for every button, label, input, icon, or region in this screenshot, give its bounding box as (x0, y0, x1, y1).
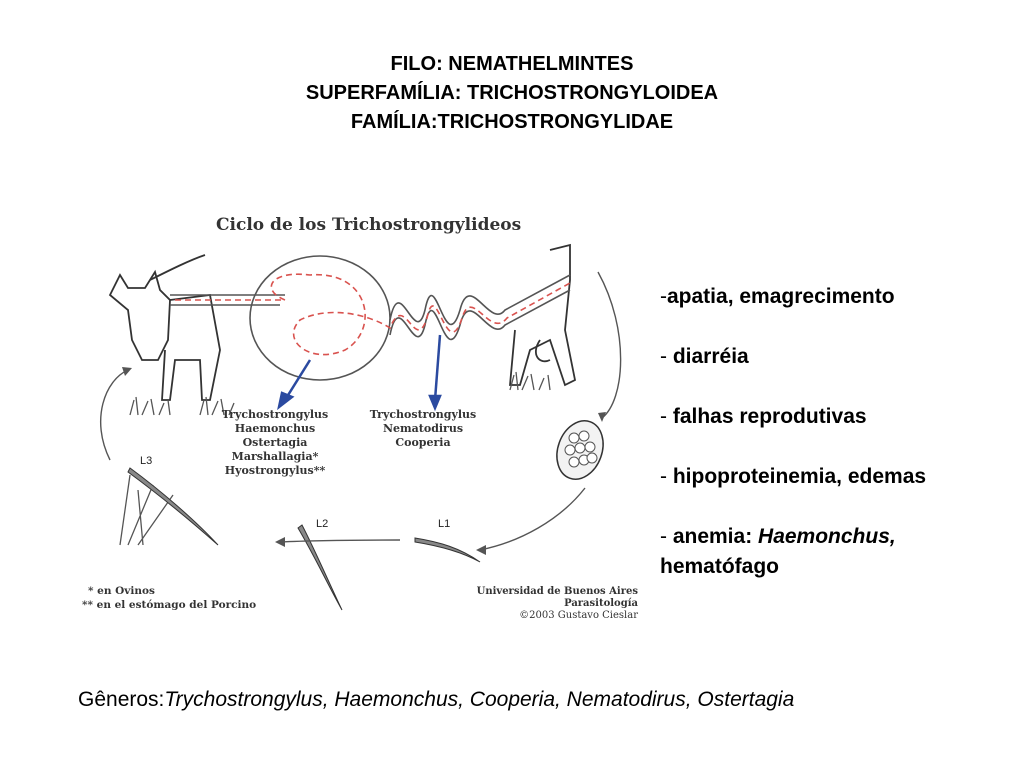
genera-line: Gêneros:Trychostrongylus, Haemonchus, Co… (78, 688, 794, 712)
symptom-item-continuation: hematófago (660, 552, 1000, 582)
cycle-arrowheads (122, 367, 606, 555)
slide-header: FILO: NEMATHELMINTES SUPERFAMÍLIA: TRICH… (0, 50, 1024, 137)
phylum-title: FILO: NEMATHELMINTES (390, 53, 634, 75)
intestine-genus: Cooperia (395, 436, 450, 449)
life-cycle-figure: Ciclo de los Trichostrongylideos (82, 215, 639, 621)
symptom-item: - diarréia (660, 345, 749, 368)
cow-illustration (108, 243, 577, 401)
figure-credits: Universidad de Buenos Aires Parasitologí… (477, 586, 639, 621)
abomasum-genus: Marshallagia* (232, 450, 319, 463)
symptom-item: - hipoproteinemia, edemas (660, 465, 927, 488)
habitat-arrows (277, 334, 442, 412)
symptom-text: falhas reprodutivas (672, 405, 867, 428)
genera-list: Trychostrongylus, Haemonchus, Cooperia, … (164, 688, 795, 711)
superfamily-title: SUPERFAMÍLIA: TRICHOSTRONGYLOIDEA (305, 82, 719, 104)
intestine-genera: Trychostrongylus Nematodirus Cooperia (370, 408, 476, 449)
symptom-text: anemia: (672, 525, 759, 548)
larvae (127, 467, 481, 611)
symptom-text: apatia, emagrecimento (667, 285, 895, 308)
footnote-ovinos: * en Ovinos (88, 585, 155, 597)
abomasum-genus: Hyostrongylus** (225, 464, 326, 477)
symptom-genus: Haemonchus, (758, 525, 896, 548)
symptom-text: diarréia (672, 345, 749, 368)
intestine-genus: Trychostrongylus (370, 408, 476, 421)
figure-footnotes: * en Ovinos ** en el estómago del Porcin… (82, 585, 256, 611)
symptom-item: - falhas reprodutivas (660, 405, 867, 428)
cycle-arrows (100, 271, 622, 551)
footnote-porcino: ** en el estómago del Porcino (82, 599, 256, 611)
symptom-text: hipoproteinemia, edemas (672, 465, 927, 488)
credit-author: ©2003 Gustavo Cieslar (519, 610, 638, 621)
family-title: FAMÍLIA:TRICHOSTRONGYLIDAE (350, 111, 674, 133)
larva-l1-label: L1 (438, 518, 450, 530)
credit-department: Parasitología (564, 598, 638, 609)
symptom-text: hematófago (660, 555, 780, 578)
digestive-tract (170, 255, 571, 381)
symptom-item: - anemia: Haemonchus, (660, 525, 896, 548)
abomasum-genus: Ostertagia (243, 436, 308, 449)
larva-l2-label: L2 (316, 518, 328, 530)
symptoms-list: -apatia, emagrecimento - diarréia - falh… (660, 282, 1000, 582)
larva-l3-label: L3 (140, 455, 152, 467)
egg-illustration (556, 420, 604, 480)
larva-migration-path (175, 273, 571, 356)
genera-label: Gêneros: (78, 688, 165, 711)
grass-patches (119, 371, 551, 546)
abomasum-genera: Trychostrongylus Haemonchus Ostertagia M… (222, 408, 328, 477)
symptom-item: -apatia, emagrecimento (660, 285, 895, 308)
intestine-genus: Nematodirus (383, 422, 463, 435)
figure-title: Ciclo de los Trichostrongylideos (216, 215, 521, 235)
abomasum-genus: Haemonchus (235, 422, 315, 435)
abomasum-genus: Trychostrongylus (222, 408, 328, 421)
credit-university: Universidad de Buenos Aires (477, 586, 639, 597)
